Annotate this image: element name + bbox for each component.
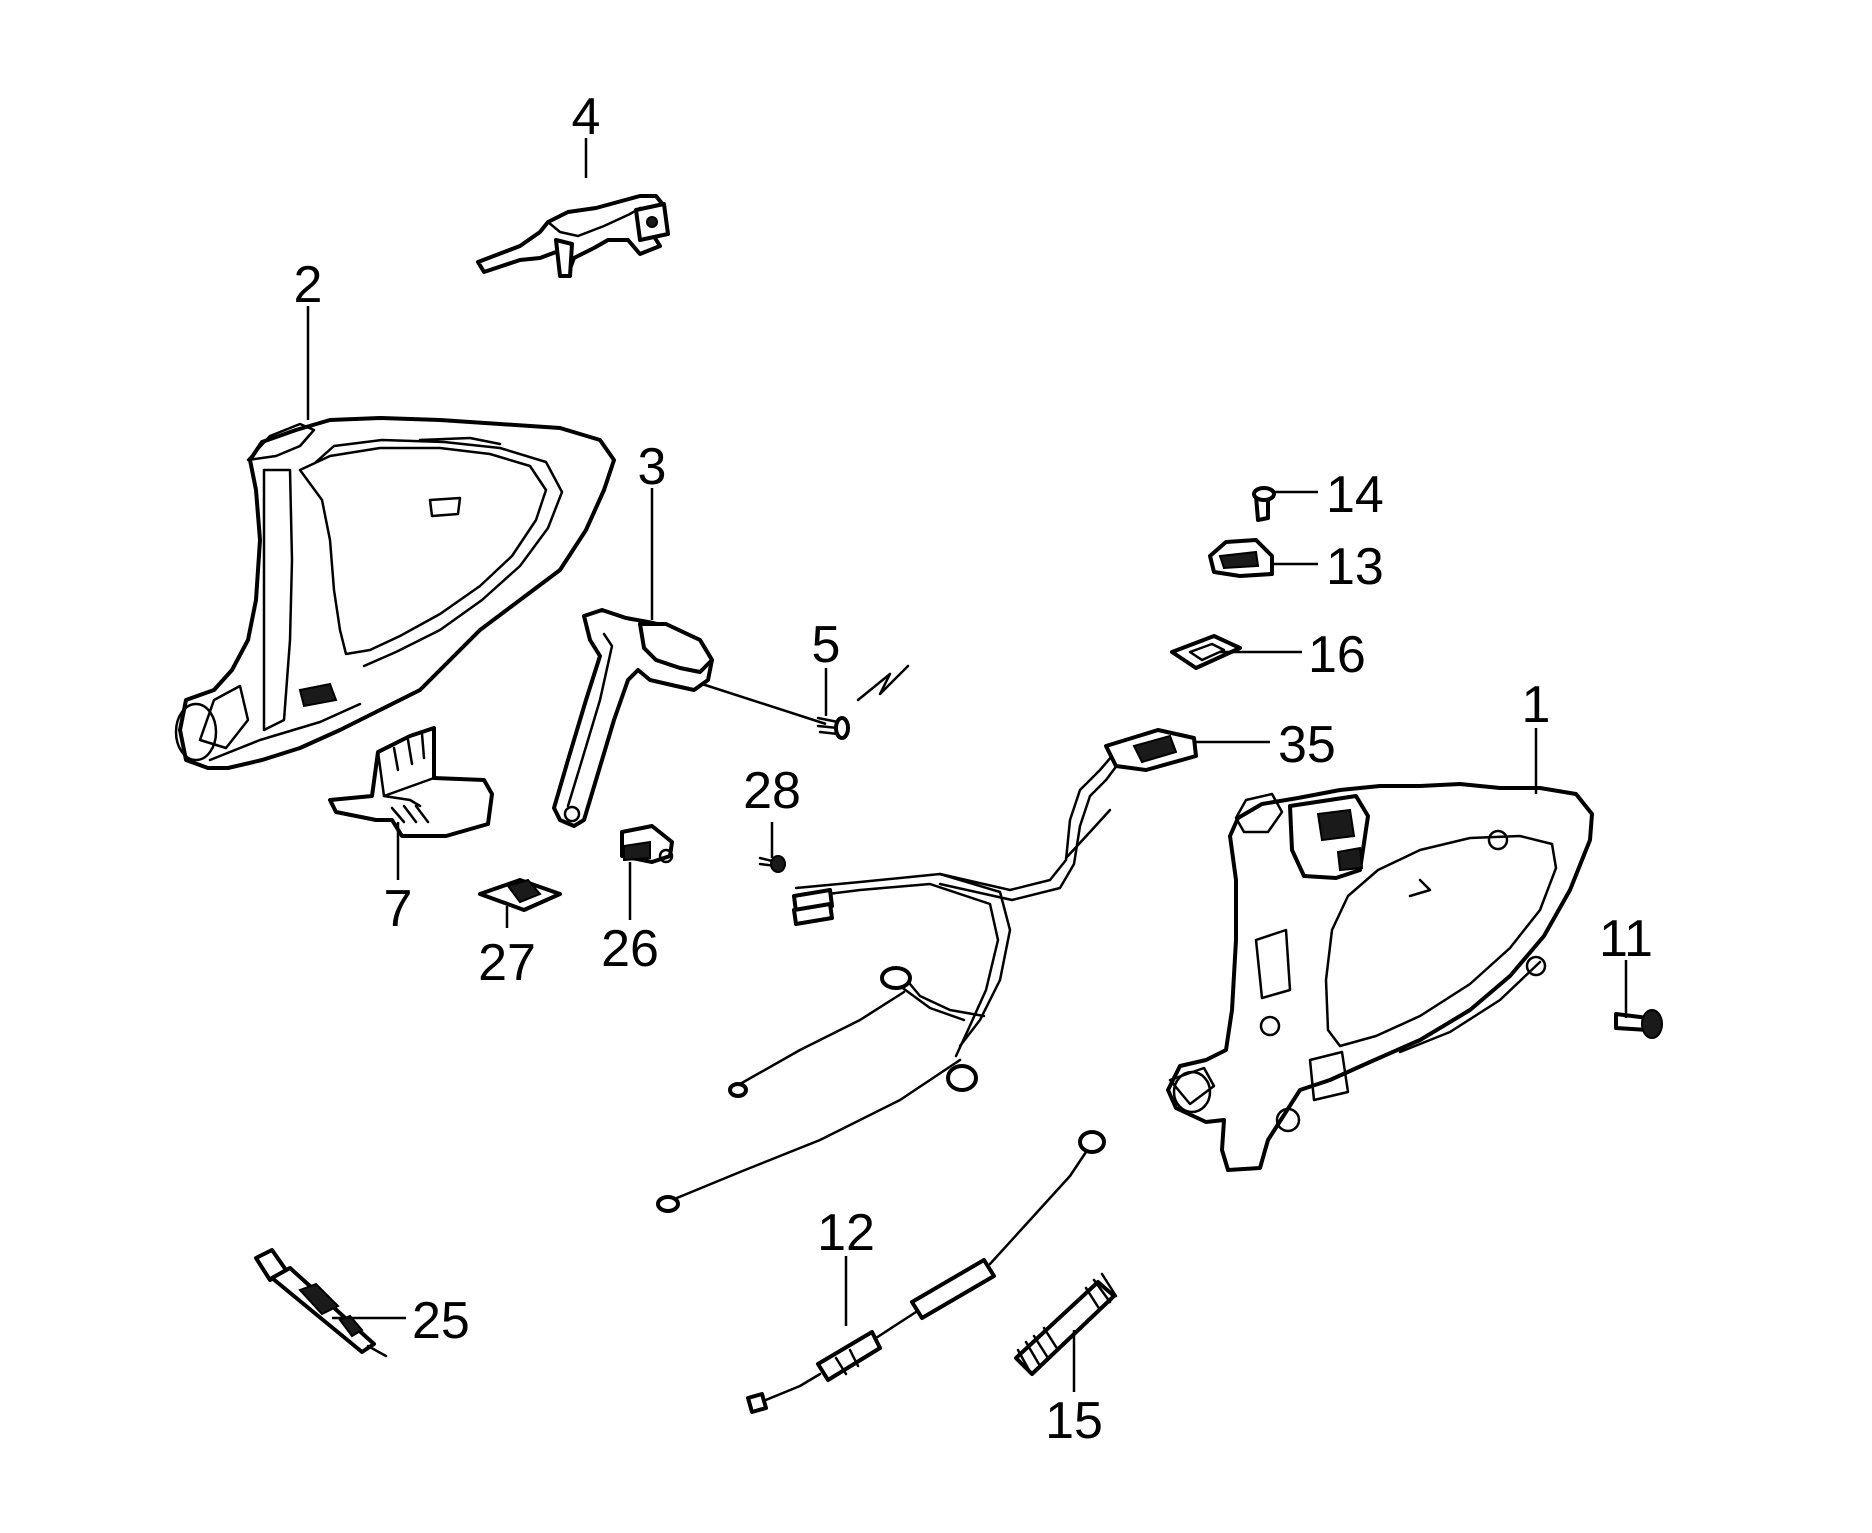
- callout-3: 3: [638, 438, 667, 496]
- callout-1: 1: [1522, 676, 1551, 734]
- part-trigger-lever: [476, 194, 670, 278]
- callout-15: 15: [1045, 1392, 1103, 1450]
- part-handle-frame: [1166, 782, 1594, 1172]
- callout-35: 35: [1278, 716, 1336, 774]
- part-screw-14: [1252, 486, 1276, 522]
- part-plate-16: [1170, 634, 1242, 670]
- part-wiring-harness: [656, 754, 1120, 1213]
- callout-5: 5: [812, 616, 841, 674]
- part-cable-12: [746, 1130, 1106, 1414]
- callout-25: 25: [412, 1292, 470, 1350]
- callouts: 4 2 3 5 7 27 26 28 14 13 16 35 1 11 12 1…: [294, 88, 1653, 1450]
- leader-lines: [306, 138, 1628, 1392]
- part-pad-27: [478, 878, 562, 912]
- callout-13: 13: [1326, 538, 1384, 596]
- callout-2: 2: [294, 256, 323, 314]
- part-probe-25: [254, 1248, 388, 1358]
- callout-26: 26: [601, 920, 659, 978]
- callout-28: 28: [743, 762, 801, 820]
- callout-14: 14: [1326, 466, 1384, 524]
- part-side-lever: [552, 608, 827, 828]
- part-switch-housing: [328, 726, 494, 838]
- part-screw-28: [758, 855, 786, 873]
- part-clip-26: [620, 824, 674, 864]
- part-screw-5: [816, 664, 910, 740]
- callout-4: 4: [572, 88, 601, 146]
- callout-16: 16: [1308, 626, 1366, 684]
- part-connector-35: [1104, 728, 1198, 772]
- callout-7: 7: [384, 880, 413, 938]
- part-screw-11: [1614, 1009, 1663, 1039]
- part-spring-15: [1014, 1272, 1118, 1376]
- callout-11: 11: [1599, 910, 1653, 968]
- part-cap-13: [1208, 538, 1274, 578]
- part-frame-left: [174, 416, 616, 770]
- callout-27: 27: [478, 934, 536, 992]
- callout-12: 12: [817, 1204, 875, 1262]
